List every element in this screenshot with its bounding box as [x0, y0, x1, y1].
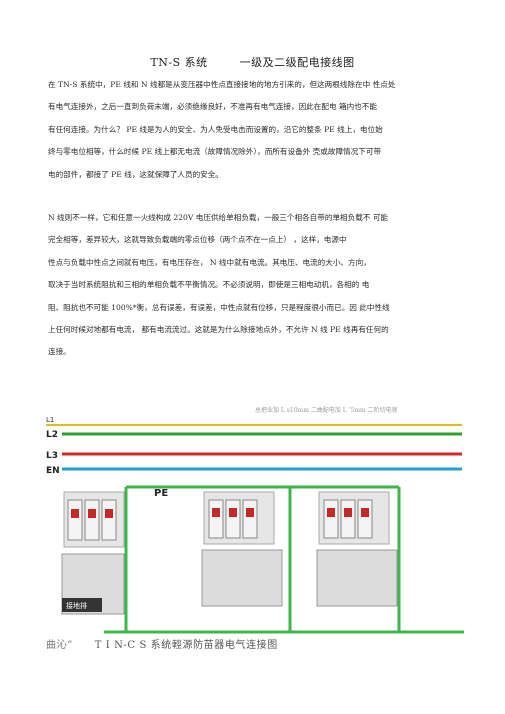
label-l2: L2	[46, 430, 58, 440]
spd-module-3	[316, 549, 398, 607]
breaker-toggle	[246, 508, 254, 517]
para2-line: N 线则不一样，它和任意一火线构成 220V 电压供给单相负载，一般三个相各自带…	[48, 213, 389, 222]
para1-line: 电的部件，都接了 PE 线，这就保障了人员的安全。	[48, 169, 223, 179]
diagram-caption: 曲沁” T I N-C S 系统輕源防苗器电气连接图	[46, 636, 278, 651]
diagram-faint-note: 总把业加 L s10mm 二曲配电加 L ’5mm 二阶切电肾	[255, 407, 398, 414]
breaker-toggle	[327, 508, 335, 517]
para2-line: 取决于当时系统阻抗和三相的单相负载不平衡情况。不必须说明，即使是三相电动机，各相…	[48, 280, 370, 290]
breaker-toggle	[105, 509, 113, 518]
para2-line: 完全相等，差异较大，这就导致负载端的零点位移（两个点不在一点上） ，这样，电源中	[48, 235, 347, 245]
label-en: EN	[46, 466, 60, 476]
breaker-toggle	[71, 509, 79, 518]
breaker	[340, 499, 356, 539]
para2-line: 连接。	[48, 347, 71, 357]
label-l3: L3	[46, 451, 58, 461]
breaker	[242, 499, 258, 539]
caption-text: T I N-C S 系统輕源防苗器电气连接图	[94, 640, 278, 651]
breaker-toggle	[229, 508, 237, 517]
para1-line: 有任何连接。为什么？ PE 线是为人的安全、为人免受电击而设置的，沿它的整条 P…	[48, 124, 383, 134]
breaker	[225, 499, 241, 539]
breaker	[67, 499, 83, 541]
spd-module-2	[201, 549, 283, 607]
wiring-diagram: L1 L2 L3 EN PE 接地排	[46, 416, 464, 634]
paragraph-1: 在 TN-S 系统中，PE 线和 N 线都是从变压器中性点直接接地的地方引来的，…	[48, 74, 468, 186]
title-right: 一级及二级配电接线图	[239, 56, 355, 69]
label-l1: L1	[46, 416, 54, 424]
para1-line: 在 TN-S 系统中，PE 线和 N 线都是从变压器中性点直接接地的地方引来的，…	[48, 80, 396, 89]
para2-line: 阻、阻抗也不可能 100%*衡，总有误差，有误差，中性点就有位移，只是程度很小而…	[48, 302, 390, 312]
ground-bar-label: 接地排	[66, 601, 87, 610]
breaker	[101, 499, 117, 541]
ground-bar	[62, 598, 102, 612]
breaker	[208, 499, 224, 539]
paragraph-2: N 线则不一样，它和任意一火线构成 220V 电压供给单相负载，一般三个相各自带…	[48, 207, 468, 364]
breaker-toggle	[361, 508, 369, 517]
breaker	[357, 499, 373, 539]
para1-line: 有电气连接外，之后一直到负荷末端，必须绝缘良好，不准再有电气连接，因此在配电 箱…	[48, 102, 377, 112]
breaker-toggle	[88, 509, 96, 518]
title-left: TN-S 系统	[150, 56, 208, 69]
para2-line: 上任何时候对地都有电流， 都有电流流过。这就是为什么除接地点外，不允许 N 线 …	[48, 325, 389, 335]
label-pe: PE	[154, 488, 168, 499]
breaker-toggle	[344, 508, 352, 517]
breaker-toggle	[212, 508, 220, 517]
breaker	[84, 499, 100, 541]
page-title: TN-S 系统 一级及二级配电接线图	[0, 54, 505, 70]
caption-prefix: 曲沁”	[46, 640, 73, 651]
para2-line: 性点与负载中性点之间就有电压，有电压存在， N 线中就有电流。其电压、电流的大小…	[48, 257, 371, 267]
para1-line: 终与零电位相等，什么时候 PE 线上都无电流（故障情况除外），而所有设备外 壳或…	[48, 147, 382, 157]
breaker	[323, 499, 339, 539]
